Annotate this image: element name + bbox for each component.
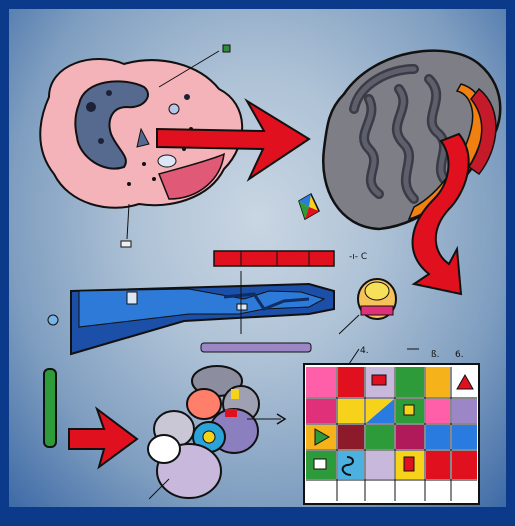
endoplasmic-reticulum: [48, 271, 334, 354]
red-bar: [214, 251, 334, 266]
purple-bar: [201, 343, 311, 352]
mitochondrion: [323, 51, 500, 229]
green-rod: [44, 369, 56, 447]
lysosome: -ı- C: [339, 252, 396, 334]
vesicle-cluster: [148, 366, 285, 499]
grid-mark-b: 6.: [455, 350, 464, 360]
grid-mark-a: ß.: [431, 350, 440, 360]
grid-mark-c: 4.: [360, 346, 369, 356]
color-grid: 4. ß. 6.: [304, 346, 479, 504]
cell-biology-illustration: -ı- C: [9, 9, 515, 526]
arrow-rod-to-cells: [69, 409, 137, 467]
lysosome-mark: -ı- C: [349, 252, 367, 262]
small-diamond: [299, 194, 319, 219]
